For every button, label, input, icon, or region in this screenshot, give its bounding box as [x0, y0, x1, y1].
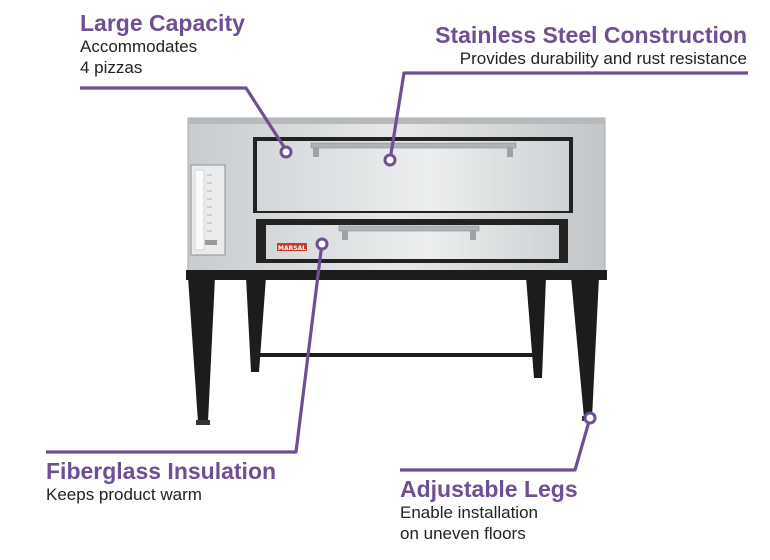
- legs-dot: [583, 411, 597, 425]
- legs-leader-line: [400, 417, 592, 472]
- insulation-dot: [315, 237, 329, 251]
- callout-large-capacity: Large Capacity Accommodates 4 pizzas: [80, 10, 245, 78]
- callout-desc-line: Keeps product warm: [46, 485, 202, 504]
- callout-desc-line: 4 pizzas: [80, 58, 143, 77]
- brand-badge: [277, 243, 307, 251]
- callout-title: Fiberglass Insulation: [46, 458, 277, 484]
- steel-leader-line: [388, 71, 748, 161]
- callout-fiberglass-insulation: Fiberglass Insulation Keeps product warm: [46, 458, 276, 505]
- callout-title: Adjustable Legs: [400, 476, 578, 502]
- insulation-leader-line: [46, 242, 324, 454]
- oven-body: MARSAL: [186, 117, 607, 280]
- brand-badge-text: MARSAL: [278, 245, 306, 252]
- callout-dots: [279, 145, 597, 425]
- capacity-dot: [279, 145, 293, 159]
- callout-lines: [46, 71, 748, 472]
- callout-desc-line: Provides durability and rust resistance: [459, 49, 747, 68]
- steel-dot: [383, 153, 397, 167]
- callout-desc-line: Enable installation: [400, 503, 538, 522]
- callout-desc-line: on uneven floors: [400, 524, 526, 543]
- callout-desc-line: Accommodates: [80, 37, 198, 56]
- oven-legs: [188, 277, 599, 425]
- callout-adjustable-legs: Adjustable Legs Enable installation on u…: [400, 476, 578, 544]
- callout-stainless-steel: Stainless Steel Construction Provides du…: [435, 22, 747, 69]
- callout-title: Large Capacity: [80, 10, 245, 36]
- capacity-leader-line: [80, 86, 288, 151]
- callout-title: Stainless Steel Construction: [435, 22, 747, 48]
